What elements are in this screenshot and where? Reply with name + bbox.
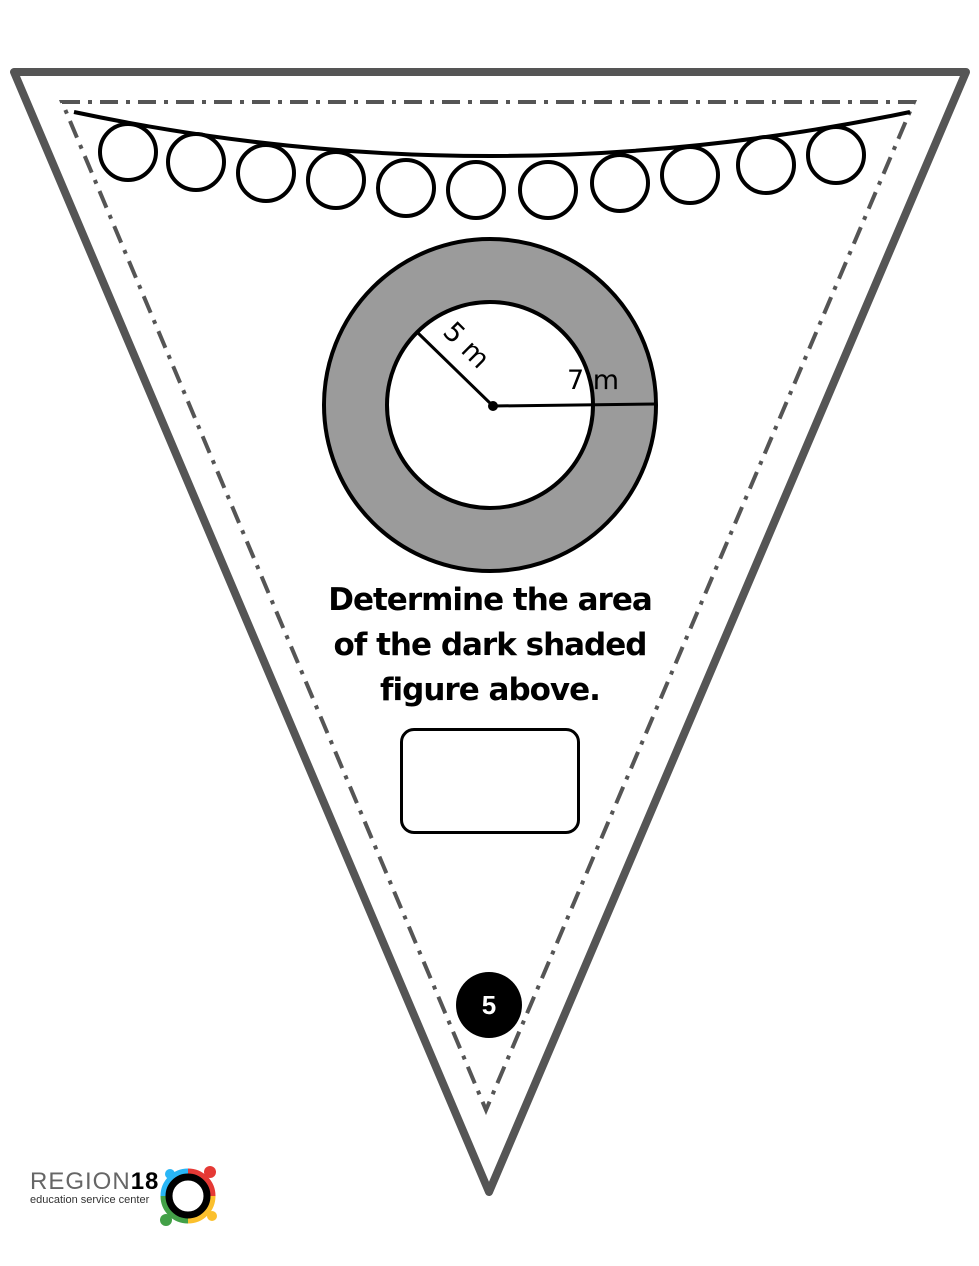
punch-hole <box>166 132 226 192</box>
outer-radius-line <box>492 402 657 408</box>
punch-hole <box>518 160 578 220</box>
punch-hole <box>590 153 650 213</box>
question-line: of the dark shaded <box>333 627 648 663</box>
logo-number: 18 <box>130 1168 160 1195</box>
logo-subtitle: education service center <box>30 1194 150 1206</box>
punch-hole <box>236 143 296 203</box>
question-text: Determine the area of the dark shaded fi… <box>290 578 690 713</box>
region18-logo-mark <box>160 1166 217 1226</box>
punch-hole <box>806 125 866 185</box>
answer-box[interactable] <box>400 728 580 834</box>
punch-hole <box>446 160 506 220</box>
center-point <box>488 401 498 411</box>
pennant-outline <box>10 68 970 1196</box>
question-line: Determine the area <box>328 582 653 618</box>
punch-hole <box>98 122 158 182</box>
card-number-badge: 5 <box>456 972 522 1038</box>
logo-name: REGION <box>30 1168 131 1195</box>
punch-hole <box>306 150 366 210</box>
cut-line <box>58 100 918 1116</box>
inner-radius-line <box>416 331 495 408</box>
punch-hole <box>736 135 796 195</box>
question-line: figure above. <box>380 672 601 708</box>
region18-logo: REGION18 education service center <box>30 1168 159 1206</box>
punch-hole <box>660 145 720 205</box>
punch-hole <box>376 158 436 218</box>
outer-radius-label: 7 m <box>567 365 620 396</box>
